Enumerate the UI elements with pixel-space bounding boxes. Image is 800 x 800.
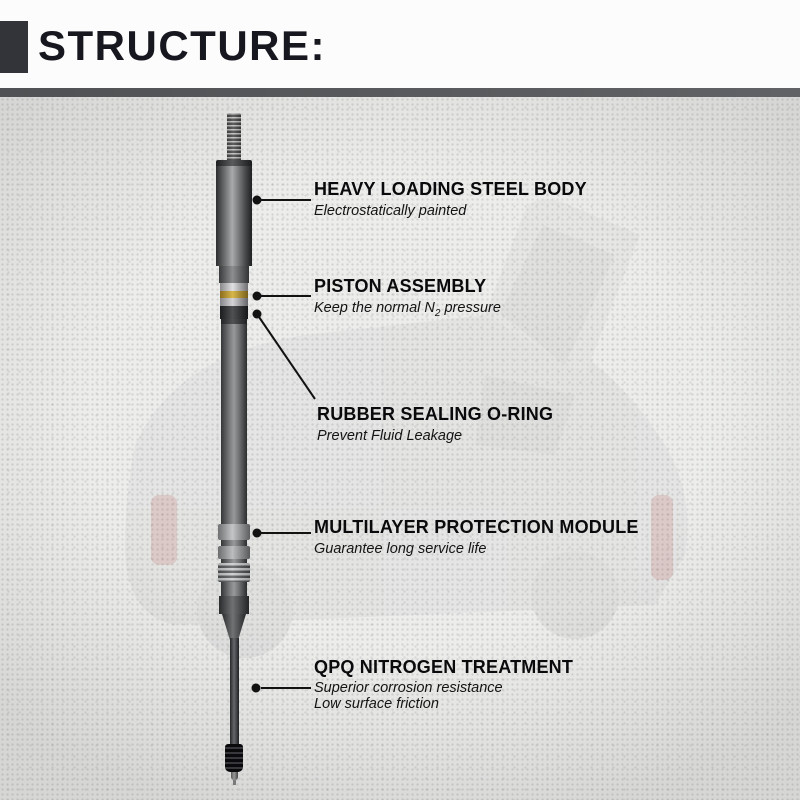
callout-title: RUBBER SEALING O-RING xyxy=(317,404,554,424)
piston-dark-band xyxy=(220,306,248,319)
multilayer-ring-1 xyxy=(218,524,250,540)
subtitle-text-pre: Keep the normal N xyxy=(314,300,435,316)
header-accent-bar xyxy=(0,21,28,73)
callout-o-ring: RUBBER SEALING O-RING Prevent Fluid Leak… xyxy=(317,404,553,444)
strut-bottom-collar xyxy=(219,596,249,614)
callout-title: HEAVY LOADING STEEL BODY xyxy=(314,179,587,199)
piston-silver-ring-upper xyxy=(220,283,248,291)
callout-steel-body: HEAVY LOADING STEEL BODY Electrostatical… xyxy=(314,179,587,219)
strut-steel-body xyxy=(216,166,252,266)
tube-top-seam xyxy=(221,319,247,324)
strut-end-tip-point xyxy=(233,780,236,785)
piston-yellow-o-ring xyxy=(220,291,248,298)
multilayer-ring-3-ribbed xyxy=(218,563,250,582)
callout-subtitle: Prevent Fluid Leakage xyxy=(317,428,463,444)
strut-end-fitting-ribbed xyxy=(225,744,243,772)
subtitle-line-1: Superior corrosion resistance xyxy=(314,680,503,696)
piston-silver-ring-lower xyxy=(220,298,248,306)
callout-subtitle: Electrostatically painted xyxy=(314,203,467,219)
multilayer-ring-2 xyxy=(218,546,250,559)
strut-neck-collar xyxy=(219,266,249,283)
header: STRUCTURE: xyxy=(0,0,800,88)
callout-piston-assembly: PISTON ASSEMBLY Keep the normal N2 press… xyxy=(314,276,501,319)
strut-piston-rod xyxy=(230,638,239,746)
callout-title: QPQ NITROGEN TREATMENT xyxy=(314,657,574,677)
subscript-2: 2 xyxy=(434,307,441,319)
callout-subtitle: Keep the normal N2 pressure xyxy=(314,300,501,319)
subtitle-line-2: Low surface friction xyxy=(314,695,439,712)
callout-subtitle: Guarantee long service life xyxy=(314,541,487,557)
callout-title: PISTON ASSEMBLY xyxy=(314,276,487,296)
header-divider xyxy=(0,88,800,97)
callout-title: MULTILAYER PROTECTION MODULE xyxy=(314,517,639,537)
page-title: STRUCTURE: xyxy=(38,22,326,69)
diagram-background xyxy=(0,97,800,800)
subtitle-text-post: pressure xyxy=(440,300,501,316)
callout-subtitle: Superior corrosion resistance Low surfac… xyxy=(314,680,573,712)
strut-threaded-stud xyxy=(227,113,241,162)
strut-body-top-cap xyxy=(216,160,252,167)
callout-multilayer-module: MULTILAYER PROTECTION MODULE Guarantee l… xyxy=(314,517,639,557)
callout-qpq-treatment: QPQ NITROGEN TREATMENT Superior corrosio… xyxy=(314,657,573,712)
strut-end-tip xyxy=(231,772,238,780)
